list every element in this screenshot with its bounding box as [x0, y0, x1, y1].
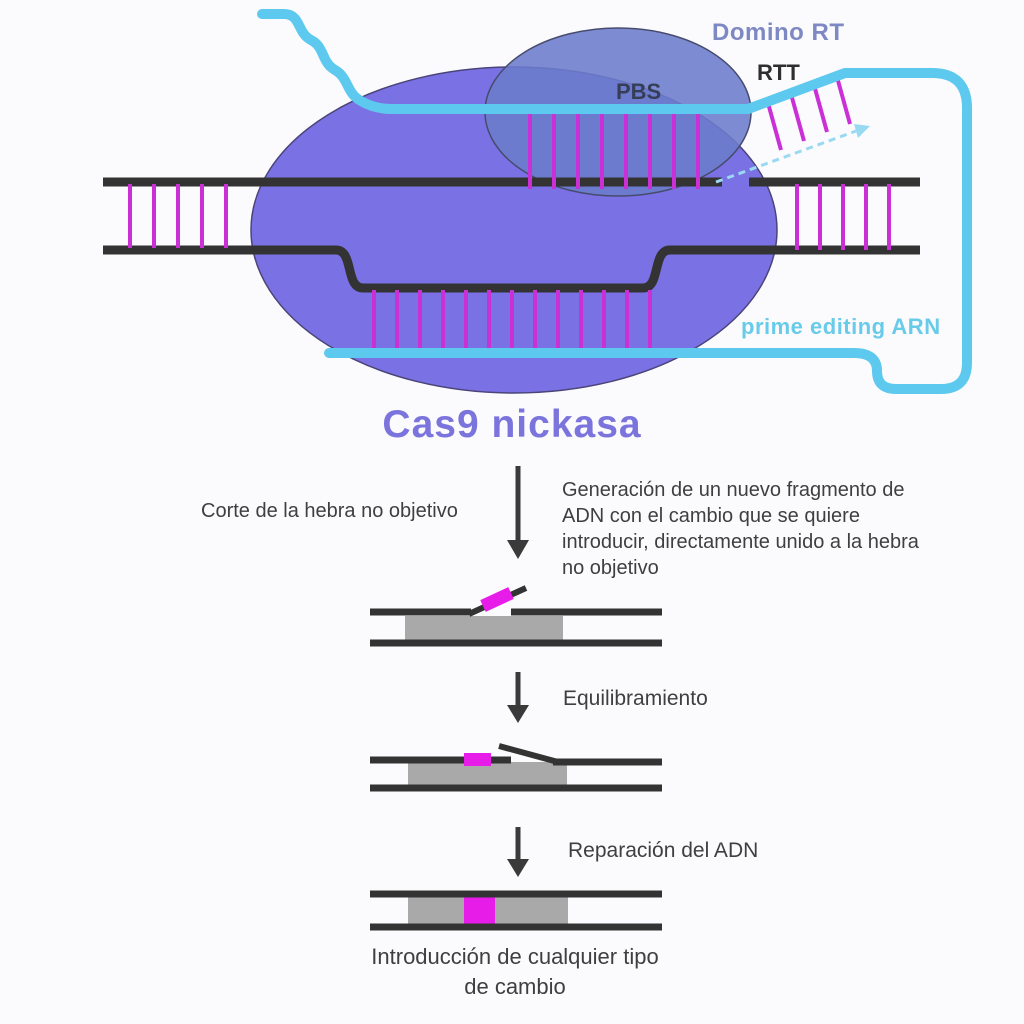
pbs-label: PBS [616, 79, 662, 104]
step1-right-line4: no objetivo [562, 557, 659, 579]
base-pair-rungs [128, 76, 891, 356]
edit-segment-flap [480, 587, 514, 612]
final-caption-line1: Introducción de cualquier tipo [371, 944, 659, 969]
prime-editing-rna-strand [257, 9, 972, 394]
rt-extension-arrowhead [854, 124, 870, 138]
edit-segment-final [464, 895, 495, 926]
step1-right-label: Generación de un nuevo fragmento de ADN … [562, 477, 919, 581]
rt-extension-dashed-line [715, 129, 857, 184]
flap-strand-2 [498, 743, 559, 765]
prime-editing-arn-label: prime editing ARN [741, 314, 941, 339]
mini-diagram-equilibration [370, 743, 662, 792]
mini-diagram-repaired [370, 890, 662, 931]
step1-right-line2: ADN con el cambio que se quiere [562, 505, 860, 527]
diagram-title: Cas9 nickasa [382, 403, 642, 446]
rtt-label: RTT [757, 60, 800, 85]
step1-right-line1: Generación de un nuevo fragmento de [562, 479, 905, 501]
step3-label: Reparación del ADN [568, 839, 759, 862]
final-caption-line2: de cambio [464, 974, 566, 999]
edit-segment-incorporated [464, 753, 491, 766]
step2-label: Equilibramiento [563, 687, 708, 710]
flow-arrow-3 [507, 827, 529, 877]
dna-bottom-strand [103, 245, 920, 293]
mini-diagram-nick [370, 585, 662, 647]
rt-domain-label: Domino RT [712, 19, 845, 46]
dna-strands [103, 177, 920, 293]
step1-left-label: Corte de la hebra no objetivo [201, 500, 458, 522]
flow-arrow-1 [507, 466, 529, 559]
flow-arrow-2 [507, 672, 529, 723]
final-caption: Introducción de cualquier tipo de cambio [287, 942, 743, 1002]
step1-right-line3: introducir, directamente unido a la hebr… [562, 531, 919, 553]
